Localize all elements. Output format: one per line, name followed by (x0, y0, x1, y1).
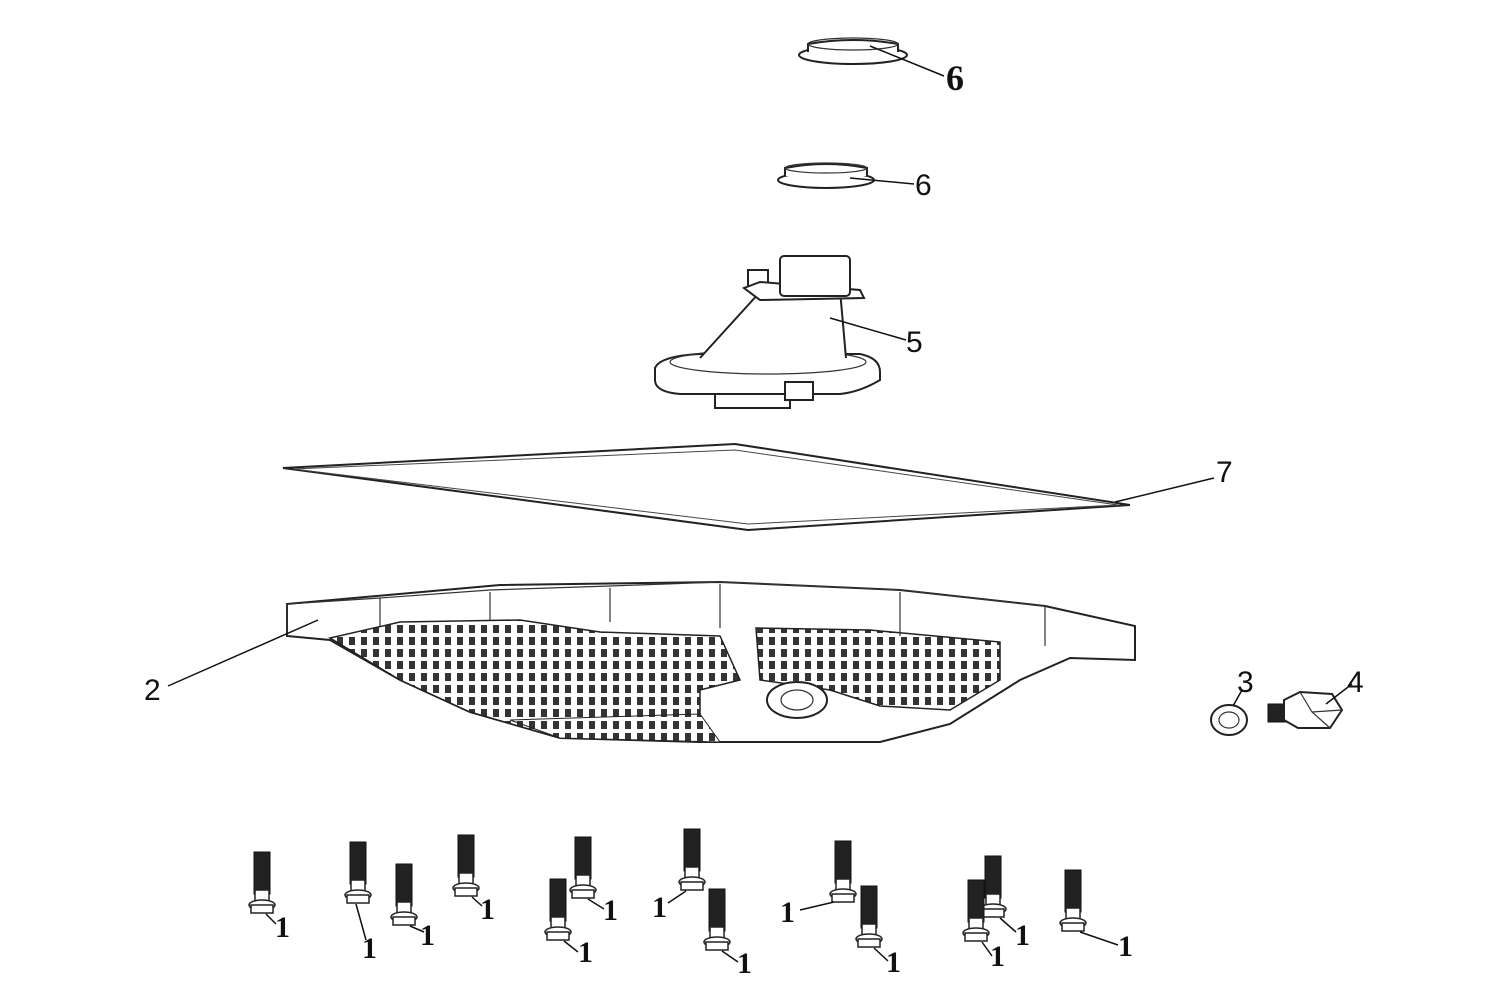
leader-3 (1232, 689, 1243, 707)
callout-1: 1 (578, 936, 593, 969)
bolt (829, 840, 857, 903)
bolt (390, 863, 418, 926)
leader-4 (1325, 683, 1353, 705)
callout-3: 3 (1237, 666, 1254, 699)
callout-1: 1 (780, 896, 795, 929)
bolt (703, 888, 731, 951)
leader-2 (167, 619, 319, 687)
callout-1: 1 (603, 894, 618, 927)
bolt (452, 834, 480, 897)
drain-plug-washer (1210, 704, 1248, 736)
callout-1: 1 (275, 911, 290, 944)
oil-filter-pickup (654, 255, 881, 409)
callout-7: 7 (1216, 456, 1233, 489)
bolt (344, 841, 372, 904)
callout-1: 1 (990, 940, 1005, 973)
callout-1: 1 (886, 946, 901, 979)
callout-1: 1 (420, 919, 435, 952)
callout-1: 1 (652, 891, 667, 924)
oil-pan (286, 580, 1136, 743)
callout-4: 4 (1347, 666, 1364, 699)
bolt (855, 885, 883, 948)
callout-1: 1 (362, 932, 377, 965)
callout-1: 1 (1015, 919, 1030, 952)
drain-plug (1267, 690, 1344, 729)
callout-5: 5 (906, 326, 923, 359)
bolt (678, 828, 706, 891)
bolt (248, 851, 276, 914)
callout-6-upper: 6 (946, 58, 964, 98)
leader-7 (1114, 477, 1215, 503)
bolt (1059, 869, 1087, 932)
bolt (544, 878, 572, 941)
callout-1: 1 (1118, 930, 1133, 963)
callout-6-lower: 6 (915, 169, 932, 202)
seal-ring-lower (777, 162, 875, 189)
callout-1: 1 (737, 947, 752, 980)
bolt (569, 836, 597, 899)
leader-5 (829, 317, 907, 341)
leader-6-upper (869, 45, 945, 77)
callout-1: 1 (480, 893, 495, 926)
callout-2: 2 (144, 674, 161, 707)
bolt-callout-leaders (265, 890, 1119, 963)
seal-ring-upper (798, 37, 908, 65)
leader-6-lower (849, 177, 915, 185)
oil-pan-gasket (282, 442, 1131, 532)
